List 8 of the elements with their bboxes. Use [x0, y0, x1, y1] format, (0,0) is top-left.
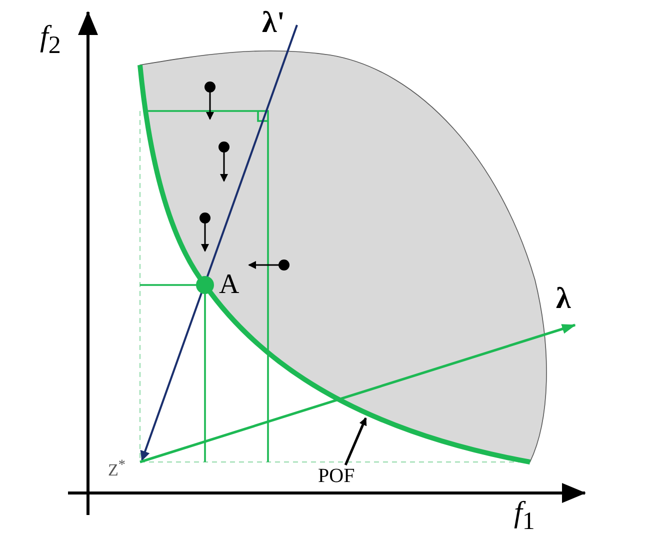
point-label: Z$^{*}$	[108, 458, 126, 479]
leader-arrow	[344, 417, 367, 466]
line-label: λ'	[262, 8, 286, 38]
axis-label: f$_{2}$	[40, 22, 61, 58]
curve-label: POF	[318, 466, 355, 486]
axis-label: f$_{1}$	[514, 498, 535, 534]
line-label: λ	[556, 284, 571, 314]
point-label: A	[219, 271, 240, 299]
